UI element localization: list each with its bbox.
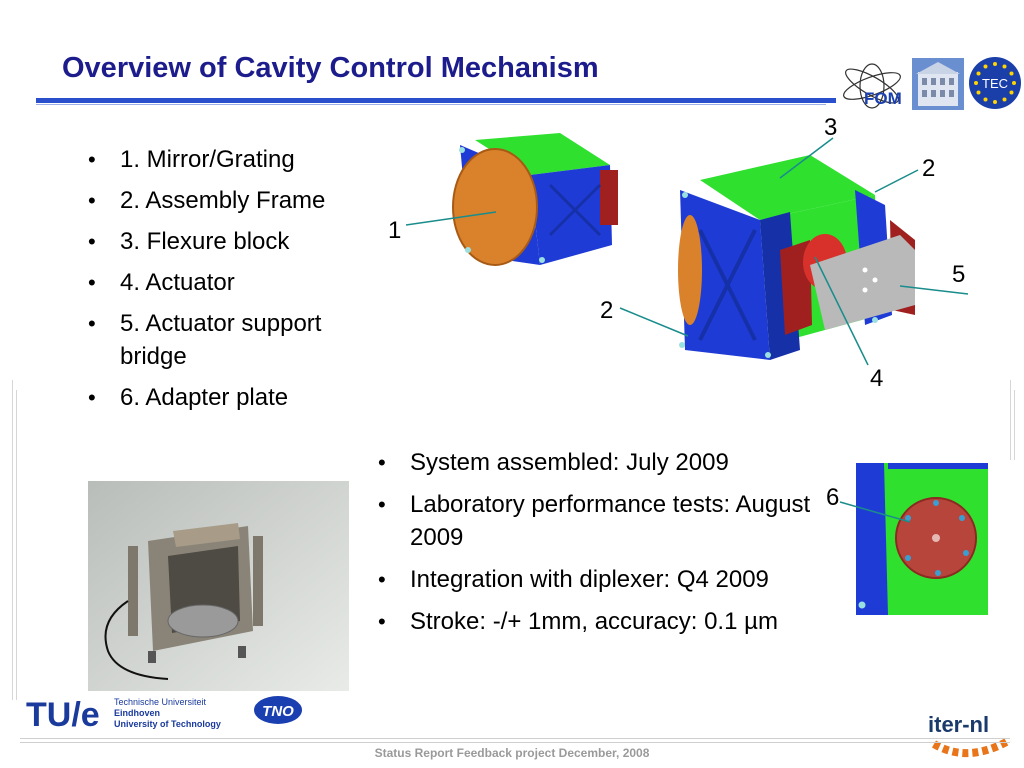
cad-adapter-plate <box>856 463 988 615</box>
tue-mark: TU/e <box>26 696 100 734</box>
components-list: 1. Mirror/Grating 2. Assembly Frame 3. F… <box>82 143 382 422</box>
fom-text: FOM <box>864 89 902 108</box>
title-underline <box>36 98 836 103</box>
callout-6: 6 <box>826 484 839 511</box>
building-logo <box>912 58 964 110</box>
list-item: Laboratory performance tests: August 200… <box>372 488 812 554</box>
callout-2a: 2 <box>600 297 613 324</box>
left-decor-line <box>16 390 17 700</box>
list-item: 2. Assembly Frame <box>82 184 382 217</box>
tue-name-line3: University of Technology <box>114 719 221 729</box>
list-item: Stroke: -/+ 1mm, accuracy: 0.1 µm <box>372 605 812 638</box>
fom-logo: FOM <box>843 63 902 109</box>
tec-eu-logo: TEC <box>969 57 1021 109</box>
callout-2b: 2 <box>922 155 935 182</box>
cad-mirror-assembly <box>452 133 618 266</box>
tno-logo: TNO <box>254 696 302 724</box>
list-item: 4. Actuator <box>82 266 382 299</box>
list-item: 5. Actuator support bridge <box>82 307 382 373</box>
title-underline-thin <box>36 104 826 105</box>
assembly-photo <box>88 481 349 691</box>
right-decor-line <box>1014 390 1015 460</box>
iter-nl-text: iter-nl <box>928 712 989 737</box>
status-list: System assembled: July 2009 Laboratory p… <box>372 446 812 647</box>
footer-rule <box>20 742 1010 743</box>
list-item: 6. Adapter plate <box>82 381 382 414</box>
tue-name-line1: Technische Universiteit <box>114 697 207 707</box>
list-item: System assembled: July 2009 <box>372 446 812 479</box>
callout-3: 3 <box>824 114 837 141</box>
cad-full-assembly <box>678 155 915 360</box>
slide-title: Overview of Cavity Control Mechanism <box>62 52 599 84</box>
list-item: 3. Flexure block <box>82 225 382 258</box>
left-decor-line <box>12 380 13 700</box>
footer-text: Status Report Feedback project December,… <box>374 746 650 760</box>
tec-text: TEC <box>982 76 1008 91</box>
tue-name-line2: Eindhoven <box>114 708 160 718</box>
list-item: 1. Mirror/Grating <box>82 143 382 176</box>
tno-text: TNO <box>262 703 294 720</box>
list-item: Integration with diplexer: Q4 2009 <box>372 563 812 596</box>
right-decor-line <box>1010 380 1011 460</box>
footer-rule <box>20 738 1010 739</box>
callout-5: 5 <box>952 261 965 288</box>
callout-1: 1 <box>388 217 401 244</box>
tue-logo: TU/e Technische Universiteit Eindhoven U… <box>26 696 221 734</box>
iter-nl-logo: iter-nl <box>928 712 1012 757</box>
